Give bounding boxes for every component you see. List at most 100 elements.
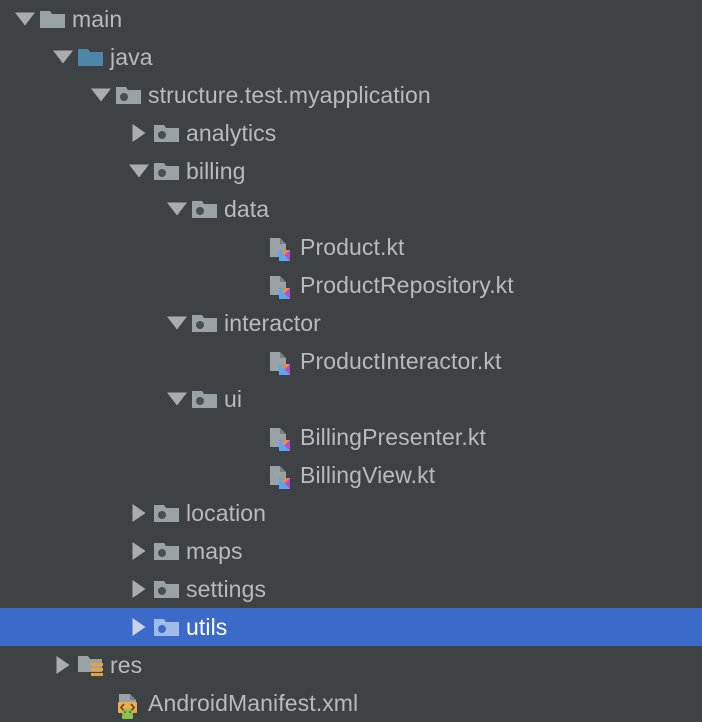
tree-row-label: maps [186,538,243,564]
package-folder-icon [192,315,217,332]
kotlin-file-icon [270,238,290,261]
chevron-down-icon[interactable] [88,76,114,114]
twisty-triangle [15,12,35,26]
folder-java-icon [76,38,106,76]
chevron-down-icon[interactable] [50,38,76,76]
twisty-triangle [132,618,146,636]
tree-row[interactable]: res [0,646,702,684]
indent-spacer [0,627,126,628]
tree-row-label: Product.kt [300,234,405,260]
twisty-triangle [167,202,187,216]
tree-row[interactable]: analytics [0,114,702,152]
indent-spacer [0,19,12,20]
kotlin-file-icon [266,342,296,380]
tree-row-label: java [110,44,153,70]
tree-row-label: interactor [224,310,321,336]
indent-spacer [0,399,164,400]
twisty-triangle [56,656,70,674]
chevron-right-icon[interactable] [126,114,152,152]
chevron-down-icon[interactable] [126,152,152,190]
tree-row[interactable]: java [0,38,702,76]
twisty-triangle [167,392,187,406]
chevron-down-icon[interactable] [12,0,38,38]
indent-spacer [0,57,50,58]
package-folder-icon [154,125,179,142]
tree-row-label: settings [186,576,267,602]
tree-row[interactable]: billing [0,152,702,190]
folder-package-icon [152,152,182,190]
tree-row[interactable]: BillingPresenter.kt [0,418,702,456]
chevron-down-icon[interactable] [164,304,190,342]
twisty-placeholder [240,228,266,266]
package-folder-icon [154,163,179,180]
chevron-right-icon[interactable] [126,532,152,570]
tree-row[interactable]: BillingView.kt [0,456,702,494]
chevron-right-icon[interactable] [126,494,152,532]
indent-spacer [0,551,126,552]
indent-spacer [0,513,126,514]
folder-package-icon [152,570,182,608]
indent-spacer [0,247,240,248]
android-manifest-icon [118,694,137,719]
chevron-down-icon[interactable] [164,190,190,228]
folder-package-icon [190,190,220,228]
chevron-right-icon[interactable] [126,570,152,608]
folder-package-icon [152,532,182,570]
tree-row[interactable]: settings [0,570,702,608]
indent-spacer [0,323,164,324]
tree-row-label: structure.test.myapplication [148,82,431,108]
chevron-right-icon[interactable] [126,608,152,646]
folder-icon [40,11,65,28]
chevron-right-icon[interactable] [50,646,76,684]
indent-spacer [0,95,88,96]
chevron-down-icon[interactable] [164,380,190,418]
folder-package-icon [152,494,182,532]
kotlin-file-icon [266,228,296,266]
tree-row[interactable]: maps [0,532,702,570]
folder-plain-icon [38,0,68,38]
kotlin-file-icon [270,466,290,489]
kotlin-file-icon [270,428,290,451]
tree-row[interactable]: utils [0,608,702,646]
tree-row[interactable]: data [0,190,702,228]
tree-row[interactable]: structure.test.myapplication [0,76,702,114]
tree-row-label: BillingPresenter.kt [300,424,486,450]
indent-spacer [0,361,240,362]
folder-package-icon [152,114,182,152]
twisty-placeholder [240,418,266,456]
package-folder-icon [154,581,179,598]
twisty-placeholder [240,342,266,380]
tree-row-label: BillingView.kt [300,462,436,488]
tree-row[interactable]: interactor [0,304,702,342]
tree-row-label: AndroidManifest.xml [148,690,359,716]
twisty-triangle [132,504,146,522]
folder-package-icon [190,380,220,418]
twisty-triangle [132,542,146,560]
indent-spacer [0,285,240,286]
folder-package-icon [190,304,220,342]
tree-row-label: data [224,196,270,222]
tree-row[interactable]: Product.kt [0,228,702,266]
folder-package-icon [114,76,144,114]
tree-row-label: billing [186,158,246,184]
tree-row[interactable]: main [0,0,702,38]
package-folder-icon [154,543,179,560]
tree-row-label: analytics [186,120,277,146]
indent-spacer [0,475,240,476]
tree-row-label: main [72,6,123,32]
indent-spacer [0,209,164,210]
indent-spacer [0,437,240,438]
tree-row[interactable]: location [0,494,702,532]
tree-row-label: res [110,652,143,678]
kotlin-file-icon [266,266,296,304]
tree-row[interactable]: ProductRepository.kt [0,266,702,304]
twisty-triangle [167,316,187,330]
tree-row-label: location [186,500,267,526]
tree-row[interactable]: AndroidManifest.xml [0,684,702,722]
kotlin-file-icon [270,276,290,299]
tree-row-label: ProductInteractor.kt [300,348,502,374]
tree-row[interactable]: ProductInteractor.kt [0,342,702,380]
package-folder-icon [192,201,217,218]
tree-row[interactable]: ui [0,380,702,418]
